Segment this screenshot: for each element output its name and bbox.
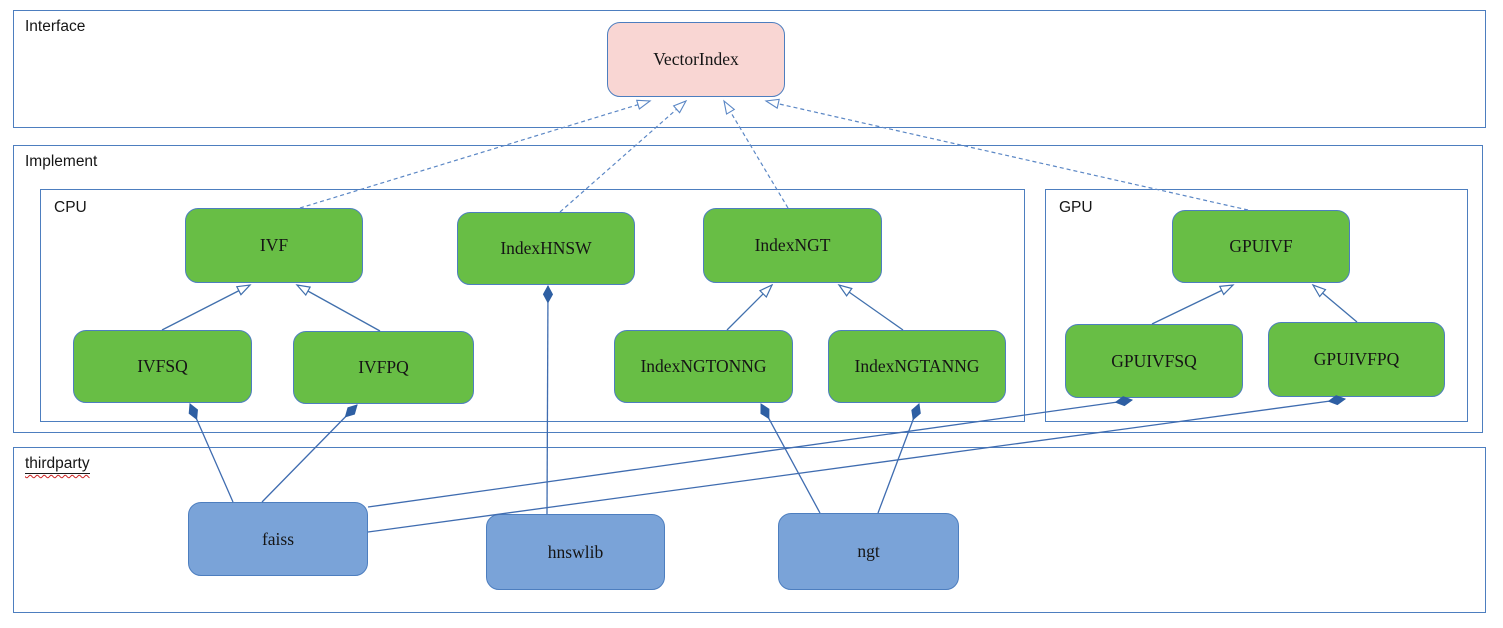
node-faiss-label: faiss — [261, 528, 295, 549]
node-ngt-label: ngt — [857, 541, 880, 561]
node-hnswlib: hnswlib — [486, 514, 665, 590]
node-faiss: faiss — [188, 502, 368, 576]
gpu-container-label: GPU — [1059, 199, 1093, 216]
node-gpuivfpq: GPUIVFPQ — [1268, 322, 1445, 397]
node-gpuivf: GPUIVF — [1172, 210, 1350, 283]
node-gpuivfpq-label: GPUIVFPQ — [1313, 349, 1400, 369]
node-ivfsq: IVFSQ — [73, 330, 252, 403]
node-vectorindex: VectorIndex — [607, 22, 785, 97]
thirdparty-container-label: thirdparty — [25, 455, 90, 474]
node-indexngtanng-label: IndexNGTANNG — [854, 356, 980, 376]
node-indexngt-label: IndexNGT — [754, 235, 831, 255]
node-indexhnsw: IndexHNSW — [457, 212, 635, 285]
cpu-container-label: CPU — [54, 199, 87, 216]
node-ivfsq-label: IVFSQ — [137, 356, 188, 376]
node-ivfpq: IVFPQ — [293, 331, 474, 404]
node-indexhnsw-label: IndexHNSW — [500, 238, 592, 258]
node-hnswlib-label: hnswlib — [547, 541, 604, 562]
node-ngt: ngt — [778, 513, 959, 590]
node-indexngtanng: IndexNGTANNG — [828, 330, 1006, 403]
node-indexngtonng-label: IndexNGTONNG — [640, 356, 767, 376]
node-gpuivfsq-label: GPUIVFSQ — [1111, 350, 1197, 371]
node-ivfpq-label: IVFPQ — [358, 357, 409, 377]
node-gpuivf-label: GPUIVF — [1229, 236, 1293, 256]
node-vectorindex-label: VectorIndex — [653, 49, 739, 69]
interface-container-label: Interface — [25, 18, 86, 35]
node-ivf: IVF — [185, 208, 363, 283]
implement-container-label: Implement — [25, 153, 98, 170]
node-ivf-label: IVF — [259, 235, 289, 255]
node-indexngtonng: IndexNGTONNG — [614, 330, 793, 403]
node-indexngt: IndexNGT — [703, 208, 882, 283]
node-gpuivfsq: GPUIVFSQ — [1065, 324, 1243, 398]
